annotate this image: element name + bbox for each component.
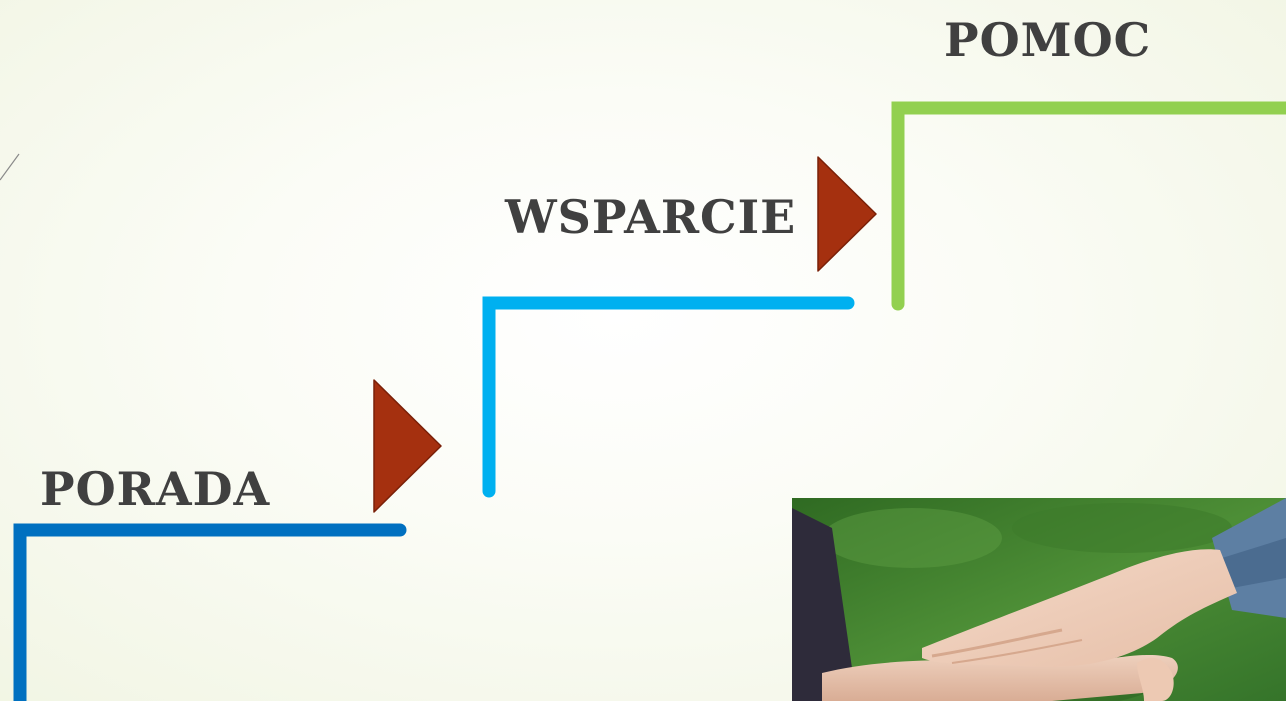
arrow-right-icon [373, 379, 442, 513]
holding-hands-illustration [792, 498, 1286, 701]
step-label-wsparcie: WSPARCIE [505, 190, 797, 244]
holding-hands-photo [792, 498, 1286, 701]
step-pomoc-line [891, 101, 1286, 311]
step-label-porada: PORADA [40, 462, 271, 516]
arrow-right-icon [817, 156, 877, 272]
step-porada-line [13, 523, 407, 701]
step-label-pomoc: POMOC [944, 13, 1152, 67]
step-wsparcie-line [482, 296, 855, 498]
corner-accent-line [0, 153, 20, 181]
